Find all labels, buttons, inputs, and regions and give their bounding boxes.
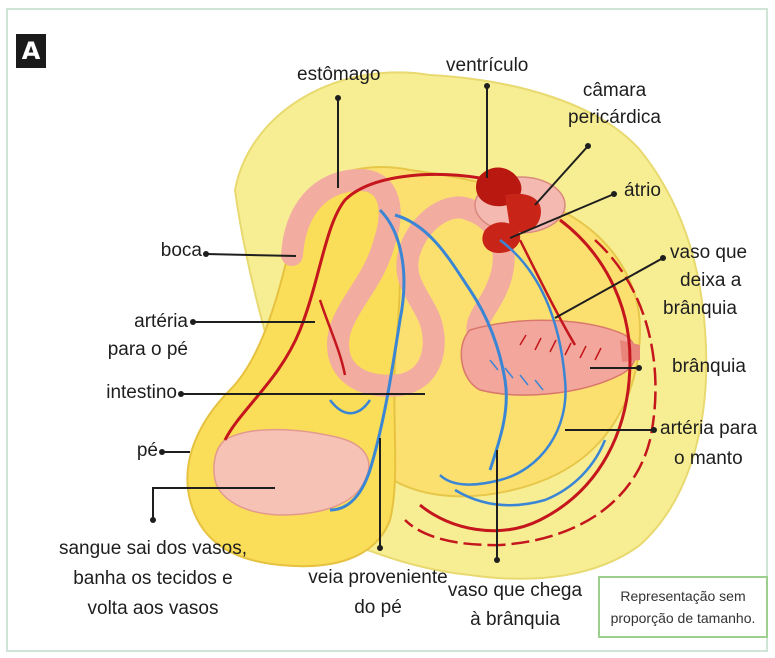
label-atrio: átrio [624,178,661,204]
label-sangue-1: sangue sai dos vasos, [40,536,266,562]
label-sangue-2: banha os tecidos e [40,566,266,592]
label-vaso-deixa-3: brânquia [663,296,737,322]
label-arteria-pe-1: artéria [80,309,188,335]
label-sangue-3: volta aos vasos [40,596,266,622]
label-camara-line1: câmara [562,78,667,104]
label-vaso-chega-1: vaso que chega [440,578,590,604]
scale-note-box: Representação sem proporção de tamanho. [598,576,768,638]
scale-note-line2: proporção de tamanho. [600,607,766,629]
label-vaso-chega-2: à brânquia [440,607,590,633]
label-boca: boca [120,238,202,264]
label-camara-line2: pericárdica [562,105,667,131]
label-intestino: intestino [70,380,177,406]
scale-note-line1: Representação sem [600,585,766,607]
label-vaso-deixa-2: deixa a [680,268,741,294]
label-estomago: estômago [297,62,380,88]
label-vaso-deixa-1: vaso que [670,240,747,266]
label-branquia: brânquia [672,354,746,380]
label-ventriculo: ventrículo [446,53,528,79]
label-arteria-pe-2: para o pé [80,337,188,363]
label-pe: pé [110,438,158,464]
label-arteria-manto-1: artéria para [660,416,757,442]
label-arteria-manto-2: o manto [674,446,743,472]
